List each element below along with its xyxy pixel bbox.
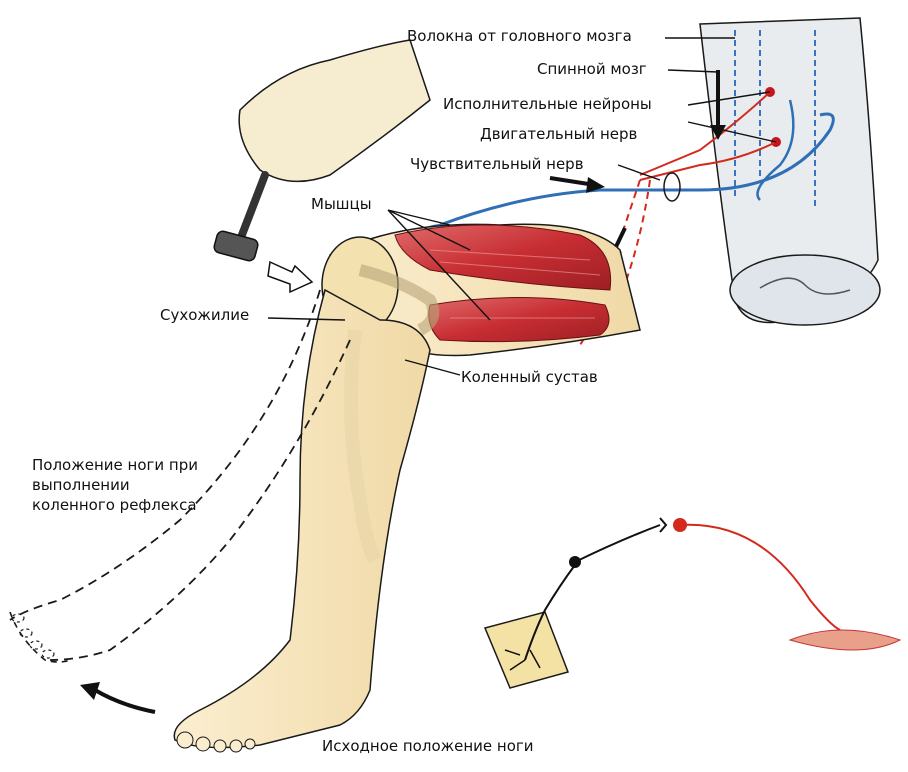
- knee-joint-label: Коленный сустав: [461, 368, 598, 386]
- muscles-label: Мышцы: [311, 195, 372, 213]
- motor-nerve-label: Двигательный нерв: [480, 125, 638, 143]
- spinal-cord-block: [699, 17, 881, 326]
- executive-neurons-label: Исполнительные нейроны: [443, 95, 652, 113]
- reflex-arc-schematic: [483, 517, 902, 689]
- initial-position-label: Исходное положение ноги: [322, 737, 534, 755]
- lower-leg: [173, 288, 431, 753]
- quadriceps-muscle: [394, 224, 612, 291]
- hamstring-muscle: [428, 297, 610, 343]
- reflex-hammer: [213, 39, 431, 262]
- reflex-leg-outline: [9, 289, 351, 663]
- thigh: [329, 223, 641, 357]
- brain-fibers-label: Волокна от головного мозга: [407, 27, 632, 45]
- executive-neurons: [639, 87, 781, 181]
- sensory-nerve-label: Чувствительный нерв: [410, 155, 584, 173]
- leader-lines: [267, 37, 777, 376]
- reflex-position-label: Положение ноги при выполнении коленного …: [32, 456, 198, 514]
- tendon-label: Сухожилие: [160, 306, 250, 324]
- spinal-cord-label: Спинной мозг: [537, 60, 647, 78]
